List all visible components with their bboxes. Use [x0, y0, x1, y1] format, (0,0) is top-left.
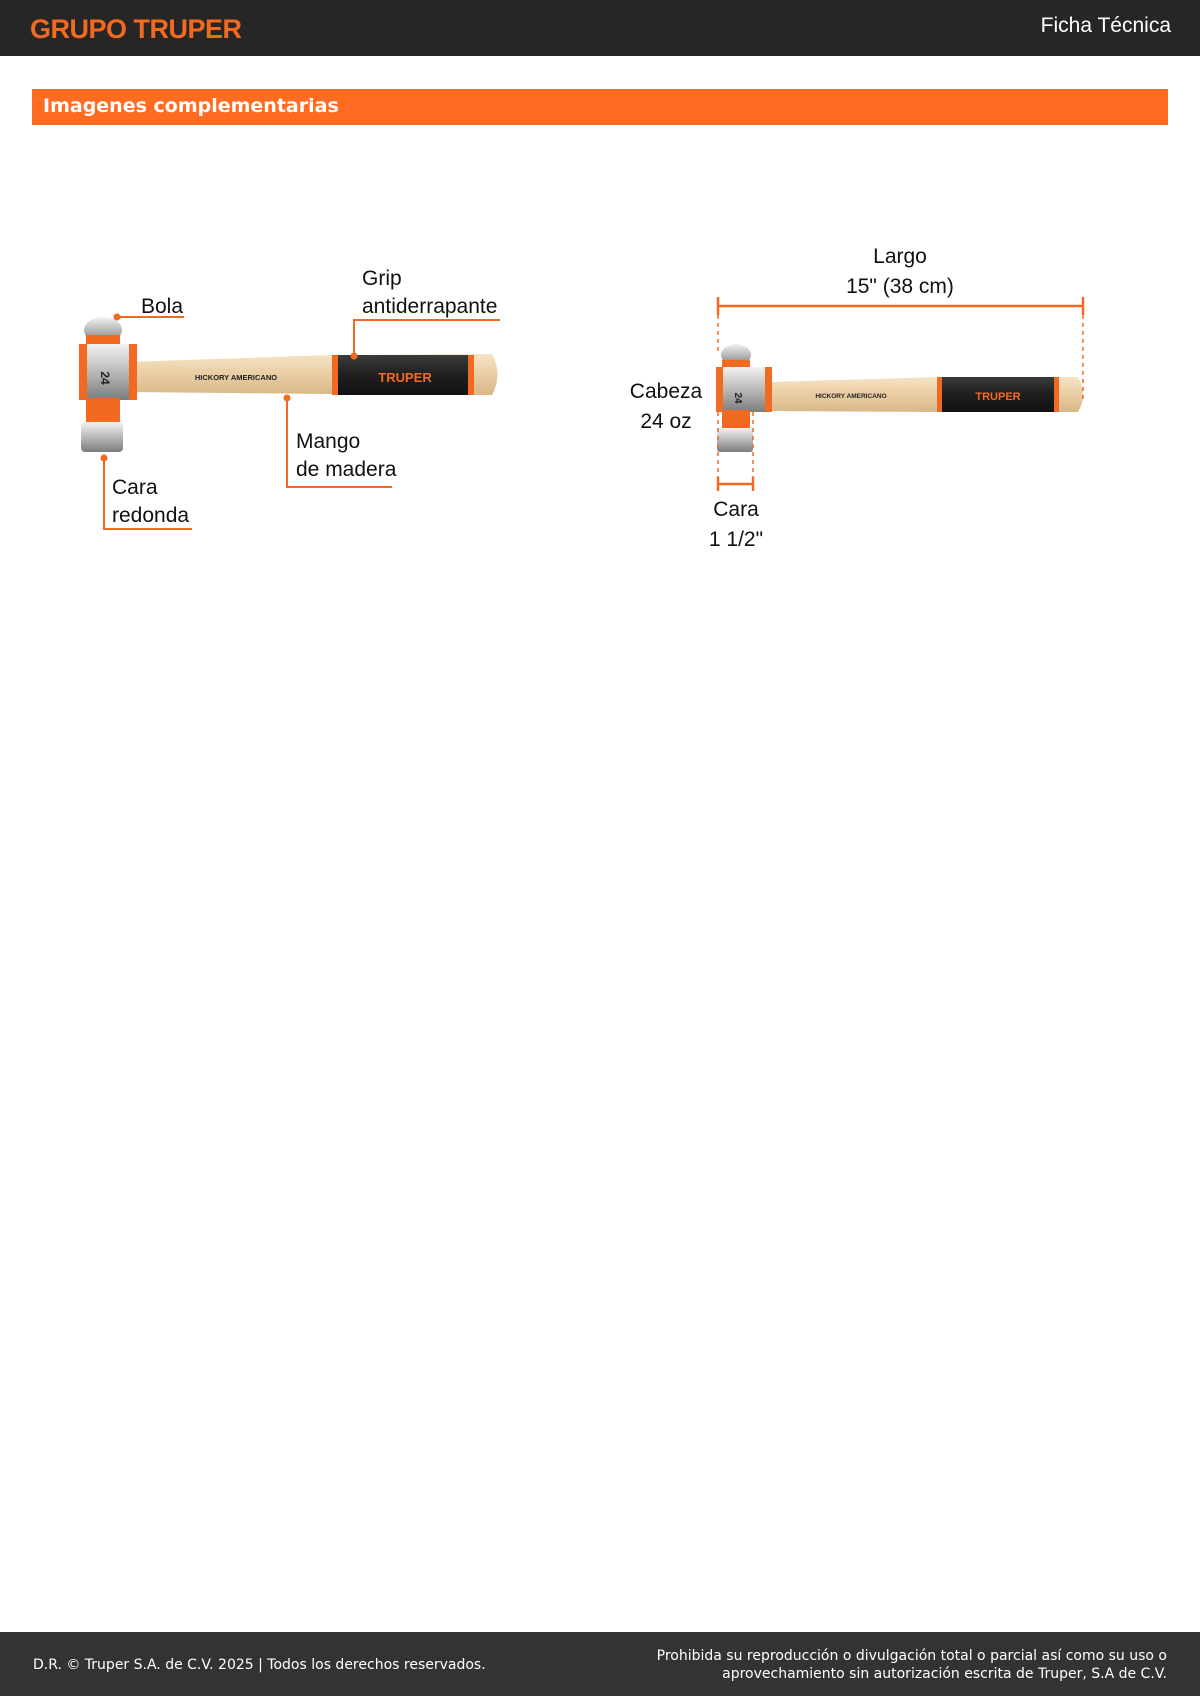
label-cabeza: Cabeza	[630, 380, 703, 403]
hammer-illustration-left: TRUPER HICKORY AMERICANO 24	[79, 317, 498, 452]
footer: D.R. © Truper S.A. de C.V. 2025 | Todos …	[0, 1632, 1200, 1696]
hammer-illustration-right: TRUPER HICKORY AMERICANO 24	[716, 344, 1083, 452]
label-cara-line1: Cara	[112, 476, 158, 499]
footer-legal-line1: Prohibida su reproducción o divulgación …	[656, 1648, 1167, 1664]
grip-brand-text-right: TRUPER	[975, 391, 1020, 403]
label-cara: Cara	[713, 498, 759, 521]
footer-legal-line2: aprovechamiento sin autorización escrita…	[722, 1666, 1167, 1682]
value-cara: 1 1/2"	[709, 528, 763, 551]
dimension-cara: Cara 1 1/2"	[709, 412, 763, 551]
grip-brand-text: TRUPER	[378, 370, 432, 385]
dimension-largo: Largo 15" (38 cm)	[716, 245, 1085, 400]
handle-print-text-right: HICKORY AMERICANO	[815, 393, 886, 400]
callout-cara-redonda: Cara redonda	[100, 454, 192, 530]
callout-mango: Mango de madera	[283, 394, 397, 488]
header-bar: GRUPO TRUPER Ficha Técnica	[0, 0, 1200, 56]
hammer-dimensions-figure: TRUPER HICKORY AMERICANO 24 Largo 15" (3…	[630, 245, 1085, 551]
handle-print-text: HICKORY AMERICANO	[195, 373, 277, 382]
head-print-text-right: 24	[732, 392, 743, 404]
label-bola: Bola	[141, 295, 183, 318]
value-largo: 15" (38 cm)	[846, 275, 954, 298]
label-largo: Largo	[873, 245, 927, 268]
section-title: Imagenes complementarias	[43, 95, 339, 117]
document-title: Ficha Técnica	[1040, 14, 1171, 37]
section-header: Imagenes complementarias	[32, 89, 1168, 125]
label-cara-line2: redonda	[112, 504, 189, 527]
head-print-text: 24	[98, 371, 112, 385]
hammer-parts-figure: TRUPER HICKORY AMERICANO 24 Bola Grip an…	[79, 267, 500, 530]
label-mango-line2: de madera	[296, 458, 397, 481]
product-figures: TRUPER HICKORY AMERICANO 24 Bola Grip an…	[79, 245, 1085, 551]
value-cabeza: 24 oz	[640, 410, 691, 433]
dimension-cabeza: Cabeza 24 oz	[630, 380, 703, 433]
label-grip-line1: Grip	[362, 267, 402, 290]
brand-logo: GRUPO TRUPER	[30, 14, 242, 44]
footer-copyright: D.R. © Truper S.A. de C.V. 2025 | Todos …	[33, 1657, 486, 1673]
label-grip-line2: antiderrapante	[362, 295, 497, 318]
callout-bola: Bola	[113, 295, 184, 321]
callout-grip: Grip antiderrapante	[350, 267, 500, 360]
label-mango-line1: Mango	[296, 430, 360, 453]
footer-legal: Prohibida su reproducción o divulgación …	[657, 1647, 1167, 1683]
